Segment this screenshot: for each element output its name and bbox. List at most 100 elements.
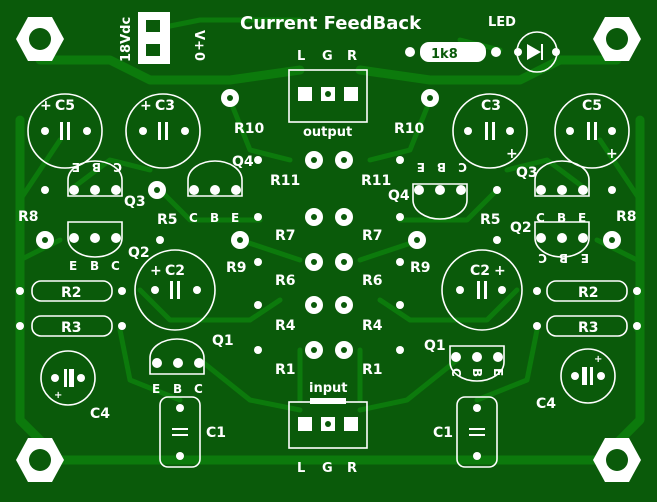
r4-left-label: R4 <box>275 318 296 334</box>
c5-left-plus: + <box>40 98 52 114</box>
c5-left-label: C5 <box>55 98 75 114</box>
q1-right-pin-c: C <box>449 368 463 377</box>
input-pin-r-pad <box>344 417 358 431</box>
c3-left-pad-2 <box>181 127 189 135</box>
center-drill-l1 <box>311 157 317 163</box>
input-connector-outline <box>288 401 368 449</box>
input-connector: input L G R <box>288 381 368 476</box>
q1-left-pad-b <box>173 358 183 368</box>
input-key-bar <box>310 398 346 404</box>
q3-right-label: Q3 <box>516 165 538 181</box>
q3-right-pin-e: E <box>578 211 586 225</box>
output-pin-g-drill <box>325 91 331 97</box>
c3-right-plate-1 <box>485 122 488 140</box>
led-section: LED 1k8 <box>405 15 560 73</box>
c2-left-plus: + <box>150 263 162 279</box>
c5-left-pad-2 <box>83 127 91 135</box>
power-plus-label: V+ <box>191 30 206 51</box>
center-drill-l5 <box>311 347 317 353</box>
resistor-r3-right <box>546 315 628 337</box>
q3-left-pin-e: E <box>72 160 80 174</box>
q4-right-label: Q4 <box>388 188 410 204</box>
c4-left-pad-2 <box>77 374 85 382</box>
capacitor-c4-left <box>40 350 96 406</box>
r2-right-pad-1 <box>533 287 541 295</box>
q4-left-pad-b <box>210 185 220 195</box>
r7-left-pad <box>254 213 262 221</box>
c2-right-plate-2 <box>484 281 487 299</box>
q4-left-pad-c <box>189 185 199 195</box>
led-pad-anode <box>514 48 522 56</box>
capacitor-c2-right <box>441 249 523 331</box>
mounting-holes <box>16 17 641 482</box>
c2-left-plate-2 <box>177 281 180 299</box>
transistor-q4-left <box>187 160 243 197</box>
r1-right-label: R1 <box>362 362 383 378</box>
r10-right-label: R10 <box>394 121 425 137</box>
center-drill-r3 <box>341 259 347 265</box>
q1-right-label: Q1 <box>424 338 446 354</box>
q4-left-label: Q4 <box>232 154 254 170</box>
r11-right-label: R11 <box>361 173 391 189</box>
q3-left-pad-e <box>111 185 121 195</box>
r11-left-label: R11 <box>270 173 300 189</box>
capacitor-c1-right <box>456 396 498 468</box>
q3-left-pin-b: B <box>92 160 101 174</box>
r5-left-pad-2 <box>156 236 164 244</box>
c4-right-pad-2 <box>597 372 605 380</box>
c4-left-plate-2 <box>69 369 74 387</box>
q3-left-pin-c: C <box>113 160 122 174</box>
transistor-q2-right <box>534 221 590 258</box>
input-pin-g-drill <box>325 421 331 427</box>
capacitor-c5-right <box>554 93 630 169</box>
input-pin-g-label: G <box>322 461 333 476</box>
center-drill-r2 <box>341 214 347 220</box>
r8-left-drill <box>42 237 48 243</box>
c4-left-pad-1 <box>51 374 59 382</box>
center-drill-l4 <box>311 302 317 308</box>
c2-left-pad-1 <box>151 286 159 294</box>
r9-right-drill <box>414 237 420 243</box>
r5-right-label: R5 <box>480 212 501 228</box>
capacitor-c2-left <box>134 249 216 331</box>
q4-right-pad-c <box>456 185 466 195</box>
q2-right-pin-c: C <box>538 251 547 265</box>
center-drill-r5 <box>341 347 347 353</box>
c3-right-plus: + <box>506 146 518 162</box>
c3-right-pad-2 <box>506 127 514 135</box>
r1-right-pad <box>396 346 404 354</box>
r7-left-label: R7 <box>275 228 296 244</box>
transistor-q1-left <box>149 338 205 375</box>
q1-right-pad-c <box>451 352 461 362</box>
q3-right-pad-c <box>536 185 546 195</box>
led-pad-cathode <box>552 48 560 56</box>
q1-left-pin-e: E <box>152 382 160 396</box>
c1-right-pad-2 <box>473 452 481 460</box>
c2-right-pad-2 <box>498 286 506 294</box>
transistor-q3-left <box>67 160 123 197</box>
c3-right-label: C3 <box>481 98 501 114</box>
r8-left-pad-1 <box>41 186 49 194</box>
c4-right-label: C4 <box>536 396 556 412</box>
c1-left-pad-2 <box>176 452 184 460</box>
c5-left-plate-2 <box>67 122 70 140</box>
center-drill-r4 <box>341 302 347 308</box>
transistor-q3-right <box>534 160 590 197</box>
r3-right-pad-2 <box>633 322 641 330</box>
input-pin-l-label: L <box>297 461 305 476</box>
input-label: input <box>309 381 348 396</box>
r5-left-drill <box>154 187 160 193</box>
r10-left-label: R10 <box>234 121 265 137</box>
q3-right-pin-b: B <box>557 211 566 225</box>
capacitor-c3-left <box>125 93 201 169</box>
r3-left-pad-1 <box>16 322 24 330</box>
q3-left-pad-c <box>69 185 79 195</box>
c4-left-label: C4 <box>90 406 110 422</box>
r5-left-label: R5 <box>157 212 178 228</box>
q2-right-pad-b <box>557 233 567 243</box>
c5-right-label: C5 <box>582 98 602 114</box>
r2-right-label: R2 <box>578 285 599 301</box>
board-title: Current FeedBack <box>240 13 422 34</box>
mounting-hole-bottom-left-drill <box>29 449 51 471</box>
c4-right-pad-1 <box>571 372 579 380</box>
